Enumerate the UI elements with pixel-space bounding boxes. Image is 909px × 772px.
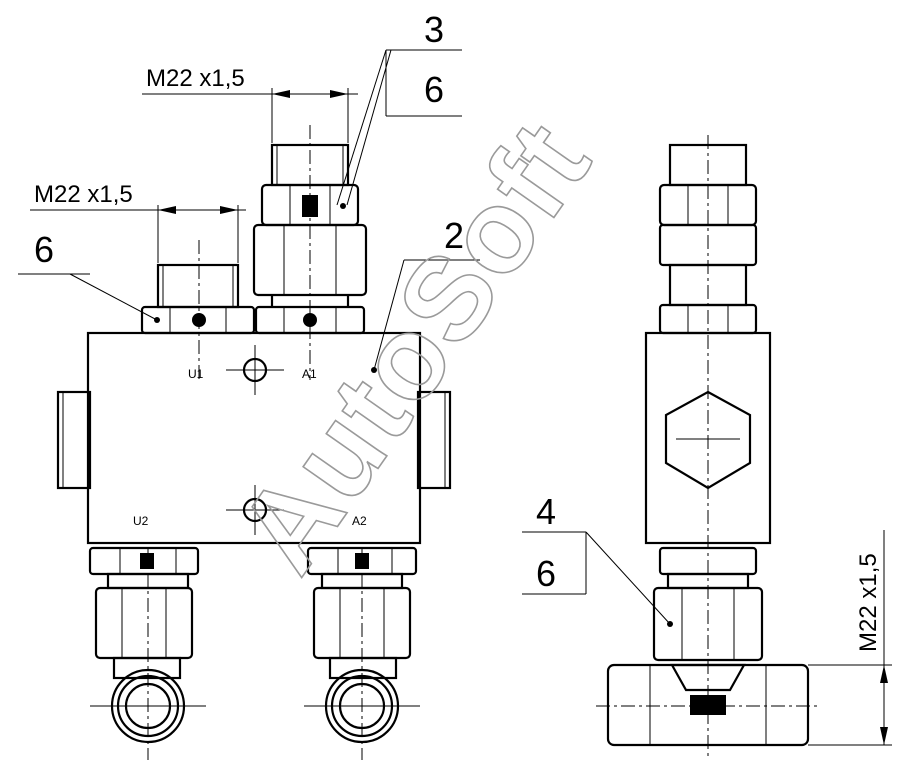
callout-6-left: 6 bbox=[18, 229, 158, 321]
dimension-side: M22 x1,5 bbox=[808, 530, 892, 746]
top-left-connector-thread bbox=[156, 263, 240, 309]
dimension-top-connector: M22 x1,5 bbox=[142, 65, 358, 143]
top-left-nut bbox=[140, 305, 256, 335]
callout-4-6: 4 6 bbox=[522, 491, 671, 625]
callout-4-bottom: 6 bbox=[536, 553, 556, 594]
port-label-u1: U1 bbox=[188, 367, 204, 381]
callout-6-label: 6 bbox=[34, 229, 54, 270]
callout-4-top: 4 bbox=[536, 491, 556, 532]
side-bottom-nut bbox=[652, 586, 764, 662]
side-hex-plug bbox=[664, 390, 752, 490]
dimension-left-connector: M22 x1,5 bbox=[30, 181, 246, 263]
port-label-u2: U2 bbox=[133, 514, 149, 528]
side-view: 4 6 M22 x1,5 bbox=[522, 135, 892, 760]
side-body bbox=[644, 331, 772, 545]
port-label-a2: A2 bbox=[352, 514, 367, 528]
callout-3-bottom: 6 bbox=[424, 69, 444, 110]
dimension-top-text: M22 x1,5 bbox=[146, 65, 245, 92]
right-side-boss bbox=[416, 390, 452, 490]
callout-3-6: 3 6 bbox=[336, 9, 462, 209]
callout-3-top: 3 bbox=[424, 9, 444, 50]
front-view: U1 A1 U2 A2 M22 x1,5 M22 x1,5 bbox=[18, 9, 480, 760]
left-side-boss bbox=[56, 390, 92, 490]
bottom-left-large-nut bbox=[94, 586, 194, 660]
dimension-left-text: M22 x1,5 bbox=[34, 181, 133, 208]
side-tee-mark bbox=[690, 695, 726, 715]
dimension-side-text: M22 x1,5 bbox=[855, 553, 882, 652]
callout-2: 2 bbox=[373, 215, 480, 371]
port-label-a1: A1 bbox=[302, 367, 317, 381]
callout-2-label: 2 bbox=[444, 215, 464, 256]
